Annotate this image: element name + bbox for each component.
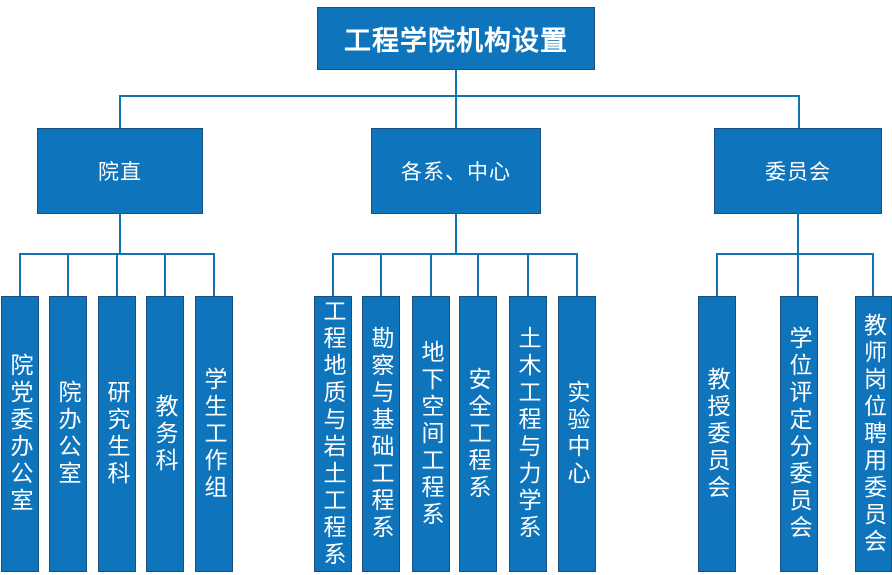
connector-line	[430, 253, 432, 297]
connector-line	[455, 95, 457, 128]
connector-line	[872, 253, 874, 297]
connector-line	[119, 95, 121, 128]
connector-line	[164, 253, 166, 297]
leaf-label: 教务科	[152, 393, 178, 475]
leaf-label: 土木工程与力学系	[515, 326, 541, 542]
leaf-box-tumu-lixue: 土木工程与力学系	[509, 296, 547, 572]
connector-line	[116, 253, 118, 297]
leaf-label: 地下空间工程系	[418, 339, 444, 529]
chart-title: 工程学院机构设置	[317, 7, 595, 70]
leaf-label: 学位评定分委员会	[786, 326, 812, 542]
leaf-label: 研究生科	[104, 380, 130, 488]
leaf-label: 院党委办公室	[7, 353, 33, 515]
connector-line	[797, 253, 799, 297]
group-box-yuanzhi: 院直	[37, 128, 203, 214]
connector-line	[527, 253, 529, 297]
leaf-label: 院办公室	[55, 380, 81, 488]
connector-line	[455, 69, 457, 97]
leaf-label: 教授委员会	[704, 366, 730, 502]
connector-line	[455, 213, 457, 255]
leaf-label: 勘察与基础工程系	[368, 326, 394, 542]
leaf-box-xuewei-pingding: 学位评定分委员会	[780, 296, 818, 572]
leaf-label: 安全工程系	[465, 366, 491, 502]
connector-line	[213, 253, 215, 297]
leaf-label: 工程地质与岩土工程系	[320, 299, 346, 569]
leaf-box-yuanbangongshi: 院办公室	[49, 296, 87, 572]
connector-line	[67, 253, 69, 297]
connector-line	[19, 253, 21, 297]
leaf-box-jiaoshou-weiyuanhui: 教授委员会	[698, 296, 736, 572]
group-box-weiyuanhui: 委员会	[714, 128, 882, 214]
connector-line	[477, 253, 479, 297]
leaf-box-kancha-jichu: 勘察与基础工程系	[362, 296, 400, 572]
leaf-box-jiaoshi-gangwei-pinyong: 教师岗位聘用委员会	[855, 296, 892, 572]
connector-line	[119, 213, 121, 255]
connector-line	[797, 213, 799, 255]
connector-line	[332, 253, 578, 255]
leaf-box-xuesheng-gongzuozu: 学生工作组	[195, 296, 233, 572]
connector-line	[332, 253, 334, 297]
connector-line	[119, 95, 800, 97]
leaf-label: 教师岗位聘用委员会	[860, 312, 887, 556]
leaf-label: 实验中心	[564, 380, 590, 488]
group-box-gexi-zhongxin: 各系、中心	[371, 128, 541, 214]
leaf-box-shiyan-zhongxin: 实验中心	[558, 296, 596, 572]
leaf-box-dixia-kongjian: 地下空间工程系	[412, 296, 450, 572]
leaf-box-jiaowuke: 教务科	[146, 296, 184, 572]
leaf-box-yanjiushengke: 研究生科	[98, 296, 136, 572]
leaf-box-anquan-gongcheng: 安全工程系	[459, 296, 497, 572]
leaf-box-gongcheng-dizhi-yantu: 工程地质与岩土工程系	[314, 296, 352, 572]
connector-line	[798, 95, 800, 128]
connector-line	[380, 253, 382, 297]
leaf-label: 学生工作组	[201, 366, 227, 502]
leaf-box-yuandangwei-bangongshi: 院党委办公室	[1, 296, 39, 572]
connector-line	[716, 253, 718, 297]
connector-line	[716, 253, 874, 255]
connector-line	[576, 253, 578, 297]
